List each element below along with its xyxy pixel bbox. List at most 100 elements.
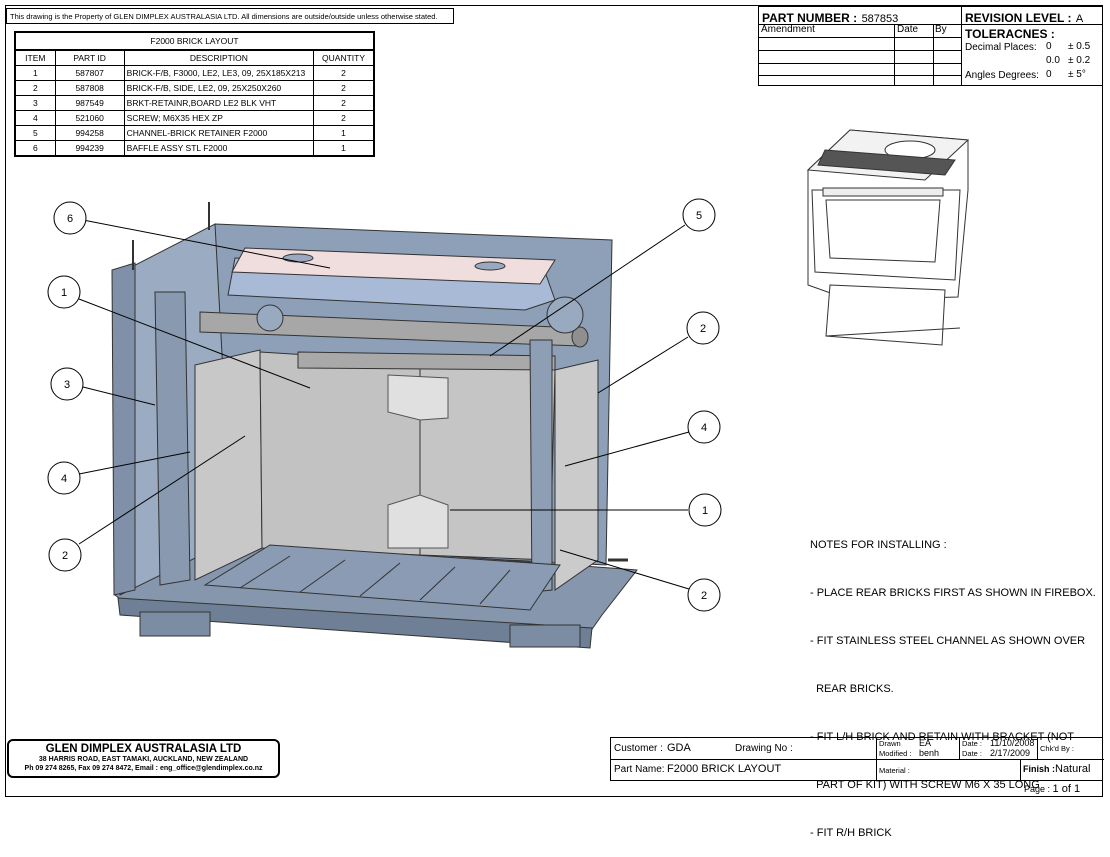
table-row: 1 587807 BRICK-F/B, F3000, LE2, LE3, 09,… bbox=[14, 65, 375, 81]
notes-title: NOTES FOR INSTALLING : bbox=[810, 539, 947, 551]
cell-part-id: 994239 bbox=[54, 140, 125, 157]
firebox-drawing: 6 1 3 4 2 5 2 4 1 2 bbox=[47, 129, 970, 649]
company-contact: Ph 09 274 8265, Fax 09 274 8472, Email :… bbox=[24, 765, 263, 772]
angle-places: 0 bbox=[1046, 69, 1052, 80]
callout-2-right-top-circle bbox=[686, 311, 720, 345]
callout-6: 6 bbox=[67, 213, 73, 225]
stove-vent-shape bbox=[817, 149, 956, 176]
note-line: - FIT STAINLESS STEEL CHANNEL AS SHOWN O… bbox=[810, 635, 1086, 647]
property-notice: This drawing is the Property of GLEN DIM… bbox=[6, 8, 454, 24]
callout-5: 5 bbox=[696, 210, 702, 222]
page-value: 1 of 1 bbox=[1052, 783, 1081, 795]
part-number-label: PART NUMBER : bbox=[762, 11, 858, 25]
material-label: Material : bbox=[879, 766, 910, 775]
left-side-brick-shape bbox=[194, 349, 263, 581]
right-side-brick-shape bbox=[554, 359, 599, 591]
modified-value: benh bbox=[919, 748, 940, 758]
table-row: 5 994258 CHANNEL-BRICK RETAINER F2000 1 bbox=[14, 125, 375, 141]
callouts: 6 1 3 4 2 5 2 4 1 2 bbox=[47, 198, 722, 612]
finish-label: Finish : bbox=[1023, 764, 1055, 774]
note-line: - FIT R/H BRICK bbox=[810, 827, 892, 839]
callout-6-circle bbox=[53, 201, 87, 235]
cell-item: 5 bbox=[14, 125, 56, 141]
callout-1-left: 1 bbox=[61, 287, 67, 299]
drawn-label: Drawn bbox=[879, 739, 901, 748]
title-block: Customer : GDA Drawing No : Drawn EA Mod… bbox=[610, 737, 1104, 781]
drawn-cell: Drawn EA Modified : benh bbox=[877, 738, 960, 760]
date-cell: Date : 11/10/2008 Date : 2/17/2009 bbox=[960, 738, 1038, 760]
callout-5-circle bbox=[682, 198, 716, 232]
material-cell: Material : bbox=[877, 760, 1021, 780]
right-post-shape bbox=[529, 339, 553, 593]
foot-right-shape bbox=[509, 624, 581, 648]
cell-quantity: 1 bbox=[313, 140, 375, 157]
part-name-value: F2000 BRICK LAYOUT bbox=[667, 763, 782, 775]
date-value-1: 11/10/2008 bbox=[990, 738, 1035, 748]
page-label: Page : bbox=[1024, 784, 1051, 794]
angles-degrees-label: Angles Degrees: bbox=[965, 70, 1039, 81]
stove-thumbnail bbox=[806, 129, 970, 346]
callout-1-right: 1 bbox=[702, 505, 708, 517]
cell-part-id: 994258 bbox=[54, 125, 125, 141]
revision-block: REVISION LEVEL : A TOLERACNES : Decimal … bbox=[962, 6, 1103, 86]
date-label-1: Date : bbox=[962, 739, 983, 748]
tube-mount-right-shape bbox=[546, 296, 584, 334]
tube-mount-left-shape bbox=[256, 304, 284, 332]
customer-value: GDA bbox=[667, 742, 691, 754]
callout-4-right: 4 bbox=[701, 422, 707, 434]
foot-left-shape bbox=[139, 611, 211, 637]
grate-bar-2 bbox=[299, 559, 346, 593]
callout-2-right-bottom: 2 bbox=[701, 590, 707, 602]
left-bracket-shape bbox=[154, 291, 191, 586]
left-front-edge-shape bbox=[111, 262, 136, 596]
decimal-1-tolerance: ± 0.5 bbox=[1068, 41, 1091, 52]
callout-4-left: 4 bbox=[61, 473, 67, 485]
note-line: - PLACE REAR BRICKS FIRST AS SHOWN IN FI… bbox=[810, 587, 1096, 599]
drawn-value: EA bbox=[919, 738, 932, 748]
stove-pedestal-shape bbox=[825, 284, 946, 346]
by-header: By bbox=[935, 24, 947, 35]
cell-item: 6 bbox=[14, 140, 56, 157]
rear-brick-notch-top-shape bbox=[387, 374, 449, 421]
decimal-2-tolerance: ± 0.2 bbox=[1068, 55, 1091, 66]
cell-description: BAFFLE ASSY STL F2000 bbox=[123, 140, 315, 157]
grate-bar-1 bbox=[239, 555, 291, 589]
note-line: PART OF KIT) WITH SCREW M6 X 35 LONG bbox=[810, 779, 1040, 791]
customer-label: Customer : bbox=[614, 743, 663, 754]
part-name-cell: Part Name: F2000 BRICK LAYOUT bbox=[611, 760, 877, 780]
parts-table-title: F2000 BRICK LAYOUT bbox=[14, 31, 375, 49]
table-row: 6 994239 BAFFLE ASSY STL F2000 1 bbox=[14, 140, 375, 157]
stove-pedestal-base-line bbox=[825, 327, 961, 337]
table-row: 4 521060 SCREW; M6X35 HEX ZP 2 bbox=[14, 110, 375, 126]
cell-quantity: 2 bbox=[313, 65, 375, 81]
tolerances-title: TOLERACNES : bbox=[965, 27, 1055, 41]
company-name: GLEN DIMPLEX AUSTRALASIA LTD bbox=[45, 743, 242, 755]
revision-value: A bbox=[1075, 13, 1084, 25]
callout-2-right-bottom-circle bbox=[687, 578, 721, 612]
company-address: 38 HARRIS ROAD, EAST TAMAKI, AUCKLAND, N… bbox=[38, 756, 249, 763]
amendment-header: Amendment bbox=[761, 24, 815, 35]
note-line: REAR BRICKS. bbox=[810, 683, 894, 695]
grate-bar-4 bbox=[419, 566, 456, 601]
callout-1-left-circle bbox=[47, 275, 81, 309]
callout-4-right-circle bbox=[687, 410, 721, 444]
callout-2-right-top: 2 bbox=[700, 323, 706, 335]
drawing-frame bbox=[5, 5, 1103, 797]
leader-lines bbox=[78, 219, 690, 590]
decimal-places-label: Decimal Places: bbox=[965, 42, 1037, 53]
part-number-value: 587853 bbox=[861, 13, 899, 25]
date-value-2: 2/17/2009 bbox=[990, 748, 1031, 758]
base-front-shape bbox=[117, 597, 593, 649]
install-notes: NOTES FOR INSTALLING : - PLACE REAR BRIC… bbox=[810, 505, 1096, 857]
checked-cell: Chk'd By : bbox=[1038, 738, 1104, 760]
grate-bar-3 bbox=[359, 562, 401, 597]
decimal-1-places: 0 bbox=[1046, 41, 1052, 52]
page-indicator: Page : 1 of 1 bbox=[1024, 783, 1080, 795]
cell-quantity: 1 bbox=[313, 125, 375, 141]
date-header: Date bbox=[897, 24, 919, 35]
table-row: 2 587808 BRICK-F/B, SIDE, LE2, 09, 25X25… bbox=[14, 80, 375, 96]
stove-door-shape bbox=[825, 199, 941, 263]
channel-shape bbox=[297, 351, 556, 371]
parts-table: F2000 BRICK LAYOUT ITEM PART ID DESCRIPT… bbox=[14, 31, 375, 157]
angle-tolerance: ± 5° bbox=[1068, 69, 1086, 80]
